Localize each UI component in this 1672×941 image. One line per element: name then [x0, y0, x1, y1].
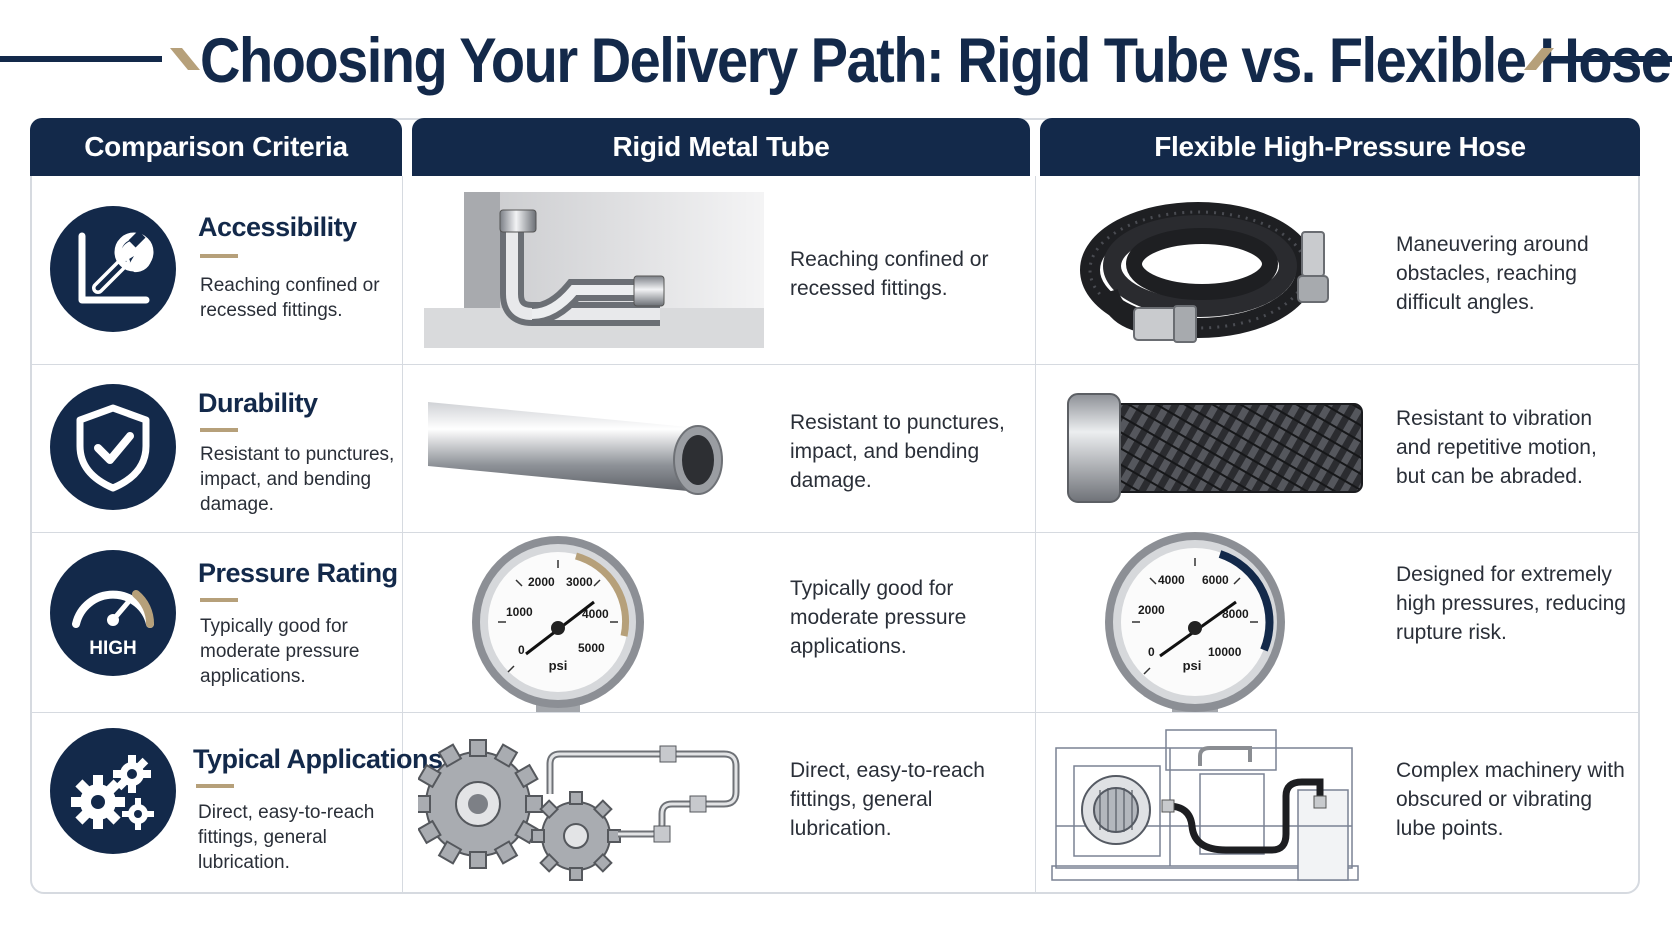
coiled-hose-illustration: [1080, 202, 1329, 343]
criteria-rule: [196, 784, 234, 788]
row-divider: [32, 712, 1638, 713]
gauge-label: 6000: [1202, 573, 1229, 587]
gauge-label: 2000: [528, 575, 555, 589]
gauge-label: 5000: [578, 641, 605, 655]
column-divider: [1035, 176, 1036, 892]
flexible-description: Resistant to vibration and repetitive mo…: [1396, 407, 1597, 488]
gauge-high-icon: HIGH: [50, 550, 176, 676]
rigid-description: Typically good for moderate pressure app…: [790, 577, 967, 658]
pressure-gauge-moderate: 0 1000 2000 3000 4000 5000 psi: [472, 536, 644, 712]
gauge-label: 10000: [1208, 645, 1242, 659]
criteria-rule: [200, 254, 238, 258]
title-rule-left: [0, 56, 162, 62]
chevron-left-icon: [170, 48, 200, 70]
gauge-level-label: HIGH: [89, 638, 137, 659]
header-rigid-tube: Rigid Metal Tube: [412, 118, 1030, 176]
row-divider: [32, 532, 1638, 533]
gauge-label: 0: [518, 643, 525, 657]
rigid-description: Reaching confined or recessed fittings.: [790, 248, 989, 300]
criteria-title: Durability: [198, 388, 318, 418]
gauge-label: 4000: [1158, 573, 1185, 587]
chevron-right-icon: [1524, 48, 1554, 70]
wrench-icon: [50, 206, 176, 332]
pressure-gauge-high: 0 2000 4000 6000 8000 10000 psi: [1105, 532, 1285, 712]
header-flexible-hose: Flexible High-Pressure Hose: [1040, 118, 1640, 176]
gauge-label: 4000: [582, 607, 609, 621]
rigid-description: Direct, easy-to-reach fittings, general …: [790, 759, 985, 840]
gears-icon: [50, 728, 176, 854]
gauge-label: 8000: [1222, 607, 1249, 621]
criteria-title: Typical Applications: [193, 744, 443, 774]
rigid-description: Resistant to punctures, impact, and bend…: [790, 411, 1005, 492]
row-divider: [32, 364, 1638, 365]
criteria-description: Direct, easy-to-reach fittings, general …: [198, 802, 375, 873]
title-rule-right: [1560, 56, 1672, 62]
criteria-description: Typically good for moderate pressure app…: [200, 616, 360, 687]
gears-tubing-illustration: [418, 739, 740, 881]
column-divider: [402, 176, 403, 892]
title-bar: Choosing Your Delivery Path: Rigid Tube …: [0, 18, 1672, 98]
rigid-tube-straight-illustration: [428, 402, 723, 495]
criteria-rule: [200, 428, 238, 432]
page-title: Choosing Your Delivery Path: Rigid Tube …: [200, 25, 1672, 96]
criteria-title: Pressure Rating: [198, 558, 398, 588]
gauge-label: 3000: [566, 575, 593, 589]
criteria-description: Reaching confined or recessed fittings.: [200, 275, 380, 321]
rigid-tube-bend-illustration: [424, 192, 764, 348]
gauge-label: 0: [1148, 645, 1155, 659]
braided-hose-illustration: [1067, 393, 1363, 503]
gauge-label: 2000: [1138, 603, 1165, 617]
gauge-unit: psi: [549, 658, 568, 673]
criteria-rule: [200, 598, 238, 602]
flexible-description: Designed for extremely high pressures, r…: [1396, 563, 1626, 644]
gauge-unit: psi: [1183, 658, 1202, 673]
criteria-title: Accessibility: [198, 212, 357, 242]
header-criteria: Comparison Criteria: [30, 118, 402, 176]
flexible-description: Complex machinery with obscured or vibra…: [1396, 759, 1625, 840]
comparison-table: [30, 118, 1640, 894]
gauge-label: 1000: [506, 605, 533, 619]
criteria-description: Resistant to punctures, impact, and bend…: [200, 444, 395, 515]
shield-check-icon: [50, 384, 176, 510]
flexible-description: Maneuvering around obstacles, reaching d…: [1396, 233, 1589, 314]
machinery-hose-illustration: [1051, 729, 1359, 881]
